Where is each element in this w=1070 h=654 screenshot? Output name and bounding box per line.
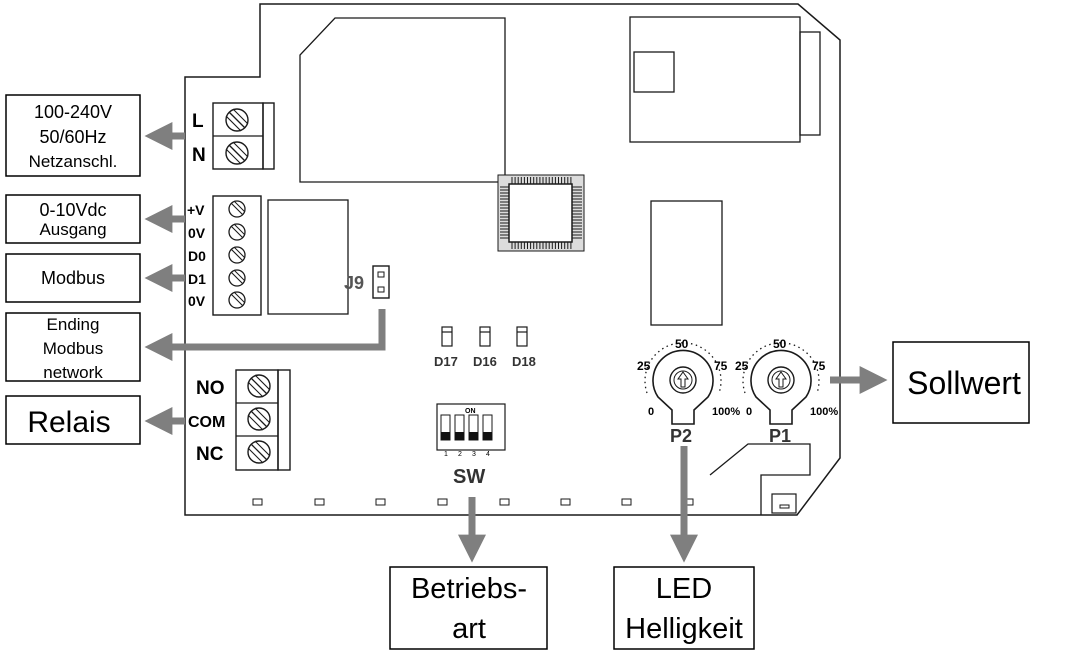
- p2-scale-25: 25: [637, 359, 651, 373]
- wireless-module: [629, 16, 821, 143]
- label-ending-3: network: [43, 363, 103, 382]
- p1-label: P1: [769, 426, 791, 446]
- label-box-relais: Relais: [5, 395, 141, 445]
- connector-pin: [779, 504, 790, 509]
- relay-component: [267, 199, 349, 315]
- dip-switch-label: SW: [453, 466, 485, 488]
- chip-pins: [500, 177, 582, 249]
- jumper-label: J9: [344, 273, 364, 293]
- label-modbus: Modbus: [41, 268, 105, 288]
- p2-scale-50: 50: [675, 337, 689, 351]
- terminal-label-0v: 0V: [188, 225, 206, 241]
- terminal-label-d0: D0: [188, 248, 206, 264]
- terminal-label-vplus: +V: [187, 202, 205, 218]
- led-label-d18: D18: [512, 354, 536, 369]
- p1-scale-0: 0: [746, 406, 752, 418]
- dip-num-1: 1: [444, 451, 448, 458]
- terminal-label-0v-2: 0V: [188, 293, 206, 309]
- screw-icon: [247, 374, 271, 398]
- p1-scale-75: 75: [812, 359, 826, 373]
- p2-label: P2: [670, 426, 692, 446]
- connection-arrows: [144, 122, 888, 563]
- screw-icon: [247, 407, 271, 431]
- small-connector: [771, 493, 797, 514]
- terminal-label-com: COM: [188, 414, 225, 431]
- screw-icon: [247, 440, 271, 464]
- label-power-netz: Netzanschl.: [29, 152, 118, 171]
- microcontroller-chip: [497, 174, 585, 252]
- screw-icon: [228, 269, 246, 287]
- screw-icon: [225, 141, 249, 165]
- label-output-range: 0-10Vdc: [39, 200, 106, 220]
- dip-num-3: 3: [472, 451, 476, 458]
- terminal-label-l: L: [192, 111, 204, 132]
- p1-scale-25: 25: [735, 359, 749, 373]
- terminal-label-nc: NC: [196, 444, 224, 465]
- led-label-d17: D17: [434, 354, 458, 369]
- p2-scale-75: 75: [714, 359, 728, 373]
- label-sollwert: Sollwert: [907, 365, 1021, 401]
- terminal-block-io: [212, 195, 262, 316]
- label-box-power: 100-240V 50/60Hz Netzanschl.: [5, 94, 141, 177]
- label-power-voltage: 100-240V: [34, 102, 112, 122]
- transformer-block: [299, 17, 506, 183]
- label-box-betriebsart: Betriebs- art: [389, 566, 548, 650]
- led-label-d16: D16: [473, 354, 497, 369]
- p1-scale-50: 50: [773, 337, 787, 351]
- label-led-1: LED: [656, 573, 712, 605]
- screw-icon: [228, 246, 246, 264]
- p2-scale-100: 100%: [712, 406, 740, 418]
- p1-scale-100: 100%: [810, 406, 838, 418]
- screw-icon: [228, 200, 246, 218]
- screw-icon: [228, 223, 246, 241]
- label-box-ending: Ending Modbus network: [5, 312, 141, 382]
- connector-outline: [709, 443, 811, 515]
- label-power-frequency: 50/60Hz: [39, 127, 106, 147]
- p2-scale-0: 0: [648, 406, 654, 418]
- dip-switch: [436, 403, 506, 451]
- label-ending-1: Ending: [47, 315, 100, 334]
- label-box-output: 0-10Vdc Ausgang: [5, 194, 141, 244]
- label-betriebsart-1: Betriebs-: [411, 573, 527, 605]
- screw-icon: [228, 291, 246, 309]
- dip-num-4: 4: [486, 451, 490, 458]
- label-ending-2: Modbus: [43, 339, 103, 358]
- dip-on-label: ON: [465, 408, 476, 415]
- terminal-label-no: NO: [196, 378, 225, 399]
- label-output-ausgang: Ausgang: [39, 220, 106, 239]
- pcb-outline: [184, 3, 841, 516]
- arrow-ending-modbus: [144, 309, 386, 361]
- component-block: [650, 200, 723, 326]
- terminal-label-n: N: [192, 145, 206, 166]
- terminal-block-relay: [235, 369, 291, 471]
- label-box-sollwert: Sollwert: [892, 341, 1030, 424]
- pcb-pads: [252, 498, 694, 506]
- potentiometer-p2: [644, 342, 722, 425]
- screw-icon: [225, 108, 249, 132]
- led-indicators: [441, 326, 528, 347]
- label-betriebsart-2: art: [452, 613, 486, 645]
- dip-num-2: 2: [458, 451, 462, 458]
- label-box-modbus: Modbus: [5, 253, 141, 303]
- jumper-j9: [372, 265, 390, 299]
- label-led-2: Helligkeit: [625, 613, 743, 645]
- label-box-led: LED Helligkeit: [613, 566, 755, 650]
- label-relais: Relais: [27, 406, 110, 439]
- terminal-label-d1: D1: [188, 271, 206, 287]
- potentiometer-p1: [742, 342, 820, 425]
- terminal-block-power: [212, 102, 275, 170]
